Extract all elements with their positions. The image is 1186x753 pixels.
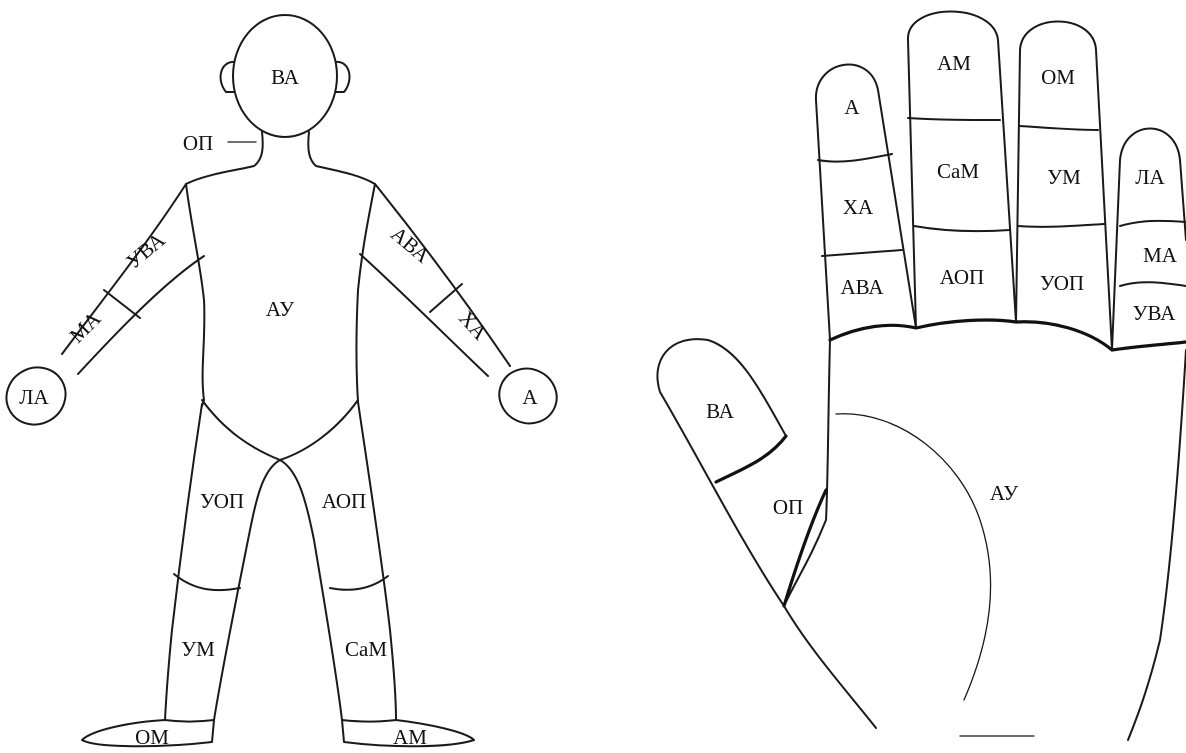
thumb-divider <box>716 436 786 482</box>
body-left-foot-label: ОМ <box>135 725 169 749</box>
hand-index-middle-label: ХА <box>843 195 874 219</box>
body-right-hand-label: А <box>522 385 538 409</box>
body-left-shin-label: УМ <box>181 637 215 661</box>
body-right-foot-label: АМ <box>393 725 427 749</box>
body-left-hand-label: ЛА <box>19 385 49 409</box>
right-knee-divider <box>330 576 388 590</box>
torso-bottom <box>202 400 358 460</box>
body-figure: ВА ОП АУ УВА МА ЛА АВА ХА А УОП АОП УМ С… <box>0 15 566 749</box>
hand-right-side <box>1128 350 1186 740</box>
middle-divider-1 <box>908 118 1000 120</box>
left-elbow-divider <box>104 290 140 318</box>
hand-thumb-base-label: ОП <box>773 495 803 519</box>
hand-ring-base-label: УОП <box>1040 271 1084 295</box>
ring-divider-1 <box>1020 126 1098 130</box>
left-knee-divider <box>174 574 240 590</box>
hand-left-lower <box>784 606 876 728</box>
hand-little-middle-label: МА <box>1143 243 1178 267</box>
hand-little-base-label: УВА <box>1133 301 1177 325</box>
neck-right <box>308 132 375 184</box>
torso-right-side <box>357 184 376 402</box>
right-leg-outer <box>358 402 396 720</box>
body-head-label: ВА <box>271 65 300 89</box>
little-divider-2 <box>1120 282 1186 286</box>
body-right-shin-label: СаМ <box>345 637 387 661</box>
little-divider-1 <box>1120 221 1186 226</box>
body-torso-label: АУ <box>266 297 294 321</box>
hand-index-tip-label: А <box>844 95 860 119</box>
hand-ring-middle-label: УМ <box>1047 165 1081 189</box>
right-elbow-divider <box>430 284 462 312</box>
hand-palm-label: АУ <box>990 481 1018 505</box>
hand-middle-base-label: АОП <box>940 265 984 289</box>
hand-middle-tip-label: АМ <box>937 51 971 75</box>
index-divider-1 <box>818 154 892 162</box>
palm-mound-line <box>836 414 991 700</box>
body-right-thigh-label: АОП <box>322 489 366 513</box>
hand-figure: А ХА АВА АМ СаМ АОП ОМ УМ УОП ЛА МА УВА … <box>657 12 1186 741</box>
left-leg-outer <box>165 404 202 720</box>
hand-index-base-label: АВА <box>840 275 884 299</box>
body-left-thigh-label: УОП <box>200 489 244 513</box>
middle-divider-2 <box>914 226 1010 231</box>
hand-middle-middle-label: СаМ <box>937 159 979 183</box>
ring-divider-2 <box>1018 224 1104 227</box>
body-right-upper-arm-label: АВА <box>386 222 435 269</box>
right-arm-top <box>375 184 510 366</box>
thumb-outline-outer <box>784 340 830 606</box>
hand-little-tip-label: ЛА <box>1135 165 1165 189</box>
torso-left-side <box>186 184 204 406</box>
hand-thumb-tip-label: ВА <box>706 399 735 423</box>
body-neck-label: ОП <box>183 131 213 155</box>
index-divider-2 <box>822 250 902 256</box>
body-right-forearm-label: ХА <box>454 306 493 345</box>
thumb-top <box>657 339 786 606</box>
hand-ring-tip-label: ОМ <box>1041 65 1075 89</box>
